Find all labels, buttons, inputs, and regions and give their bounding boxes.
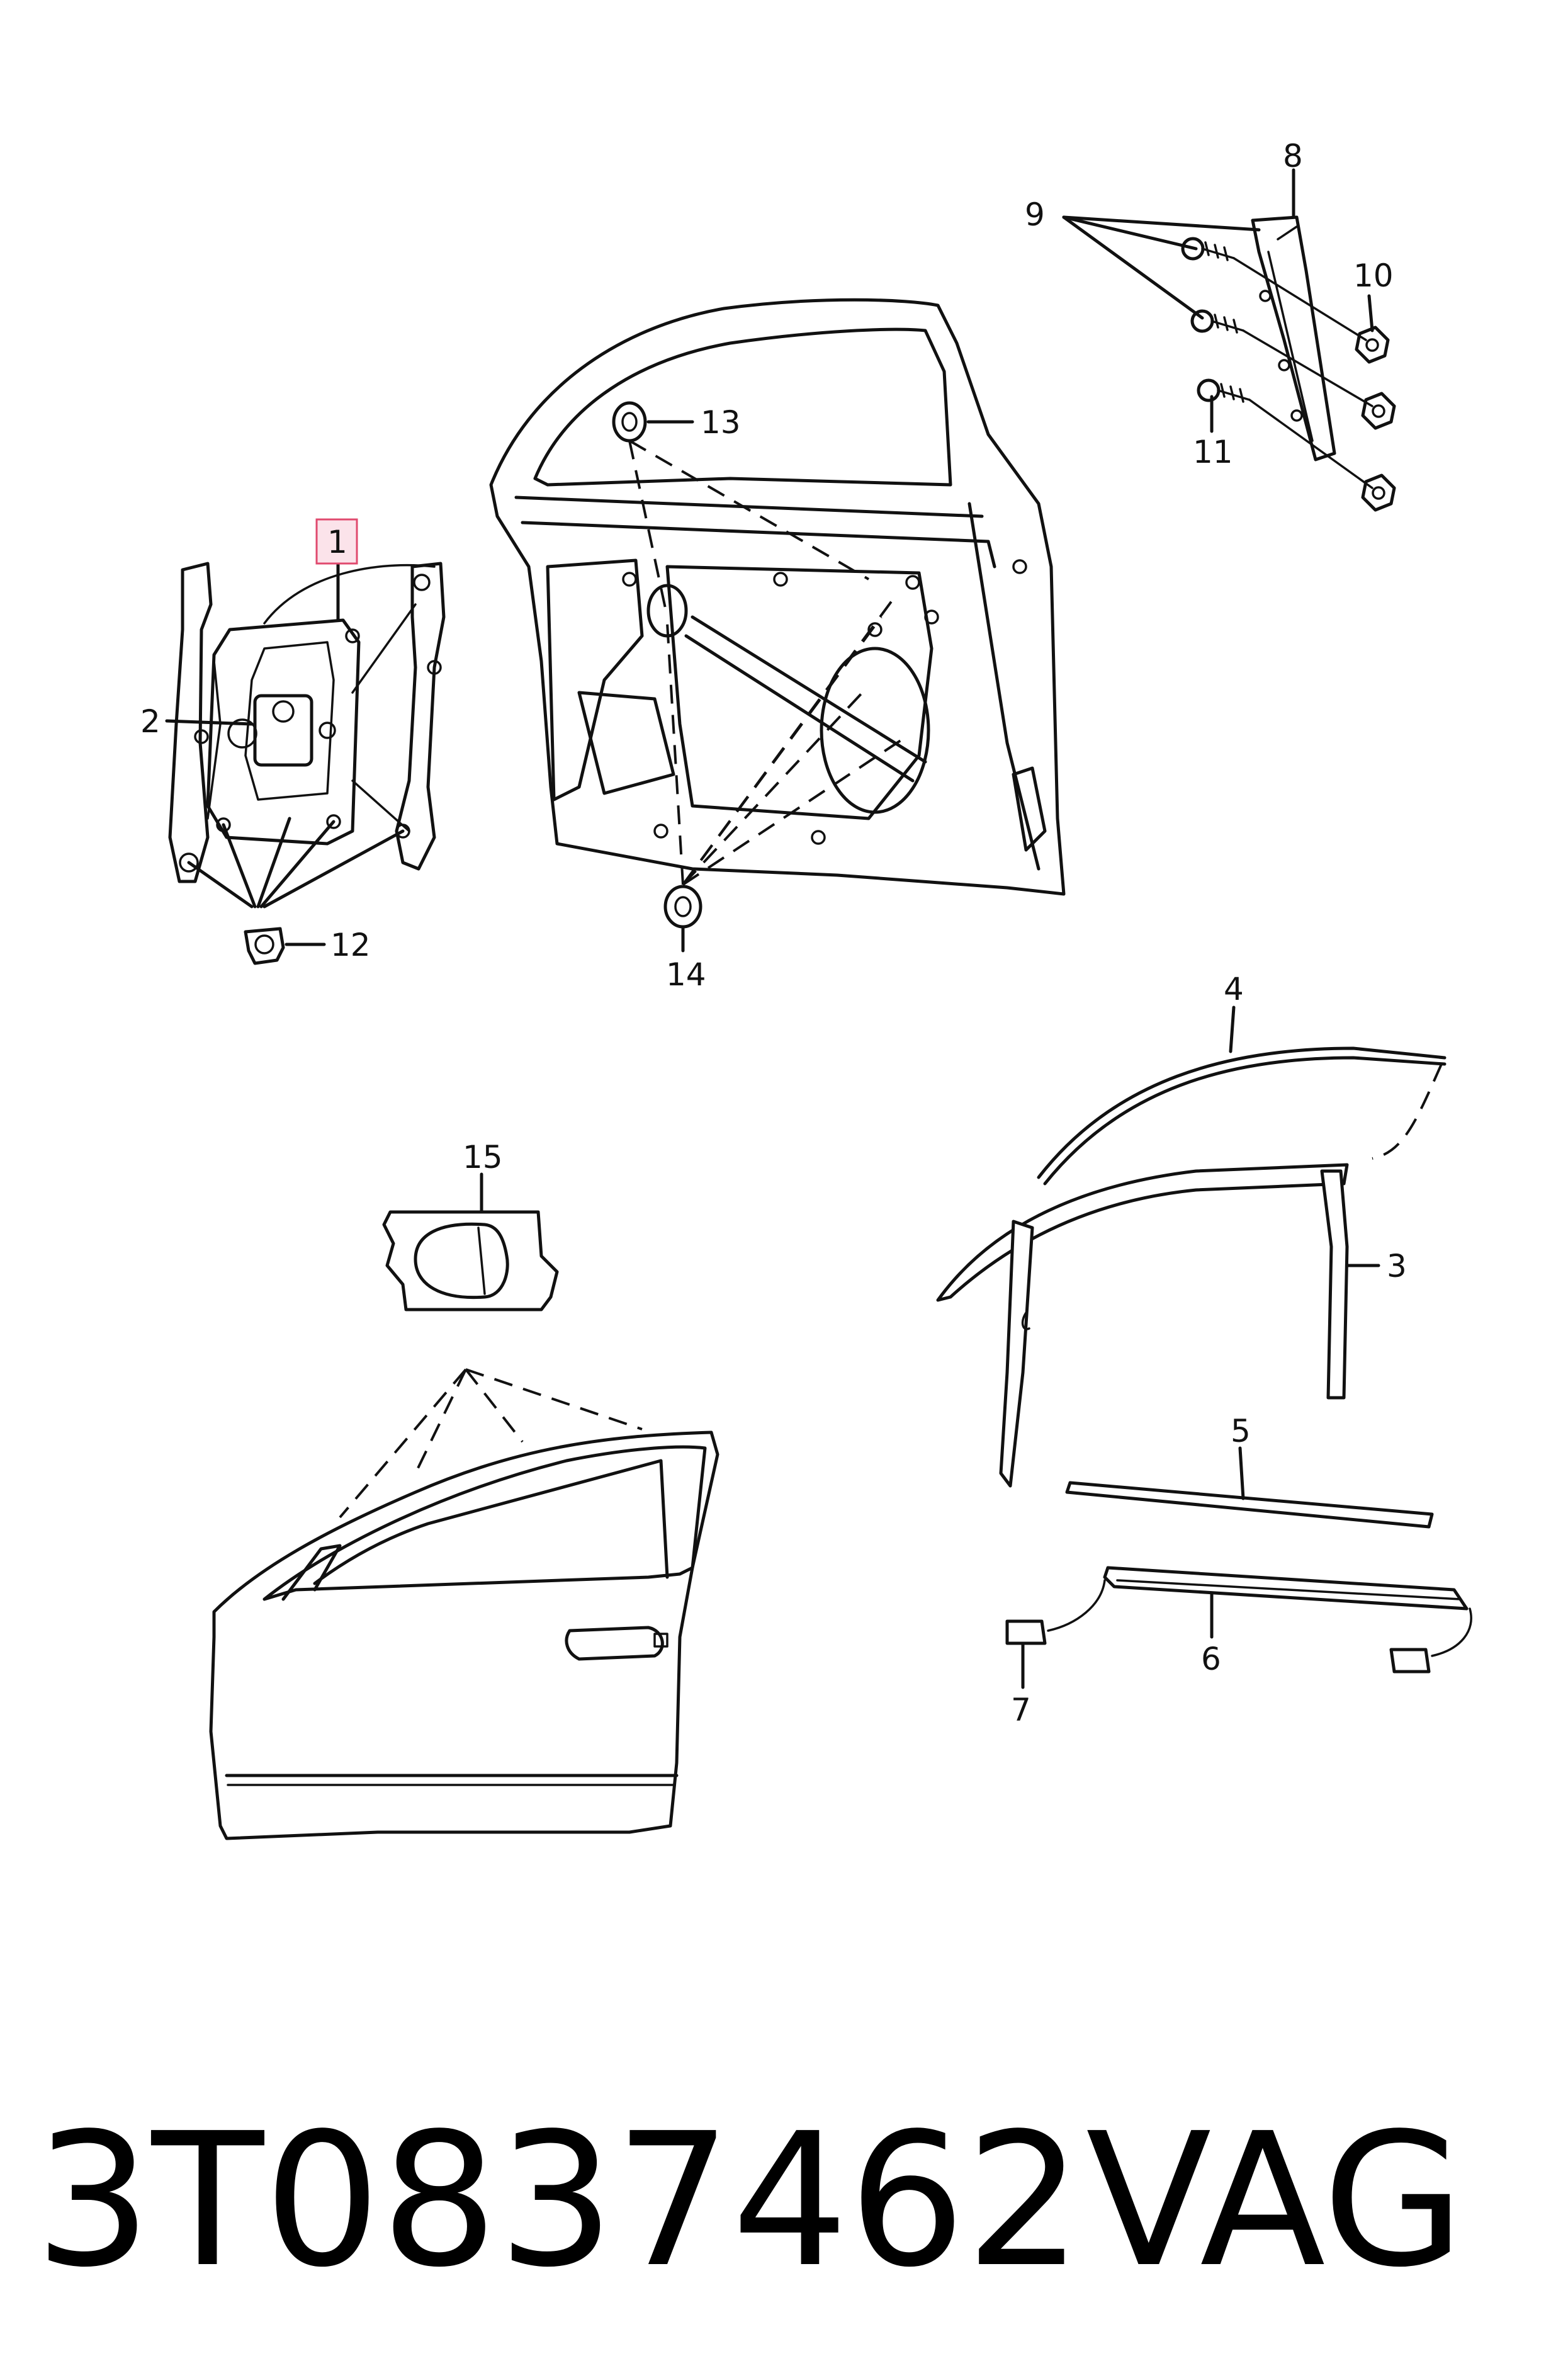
part-number: 3T0837462 — [35, 2093, 1083, 2308]
door-shell-inner — [489, 298, 1066, 929]
callout-6[interactable]: 6 — [1201, 1641, 1221, 1677]
door-seals — [936, 1046, 1447, 1488]
callout-3[interactable]: 3 — [1387, 1248, 1407, 1284]
callout-leaders — [165, 168, 1380, 1689]
callout-1-highlight — [315, 518, 358, 565]
pillar-trim-fasteners — [1062, 215, 1396, 512]
callout-labels: 1 2 3 4 5 6 7 8 9 10 11 12 13 14 15 — [140, 138, 1407, 1728]
callout-7[interactable]: 7 — [1011, 1692, 1031, 1728]
callout-10[interactable]: 10 — [1353, 258, 1394, 294]
window-regulator-assembly — [168, 562, 446, 965]
callout-1[interactable]: 1 — [327, 524, 347, 560]
callout-14[interactable]: 14 — [666, 956, 706, 993]
callout-13[interactable]: 13 — [701, 404, 741, 441]
handle-trim — [382, 1210, 559, 1311]
footer: 3T0837462 VAG — [35, 2097, 1533, 2304]
callout-2[interactable]: 2 — [140, 703, 161, 740]
callout-9[interactable]: 9 — [1025, 196, 1045, 233]
callout-12[interactable]: 12 — [330, 927, 371, 963]
door-outer — [209, 1368, 719, 1840]
callout-11[interactable]: 11 — [1193, 434, 1233, 470]
callout-4[interactable]: 4 — [1224, 971, 1244, 1007]
window-strips — [1005, 1481, 1472, 1674]
callout-5[interactable]: 5 — [1231, 1413, 1251, 1449]
callout-8[interactable]: 8 — [1283, 138, 1303, 174]
brand-name: VAG — [1086, 2093, 1465, 2308]
callout-15[interactable]: 15 — [463, 1139, 503, 1175]
